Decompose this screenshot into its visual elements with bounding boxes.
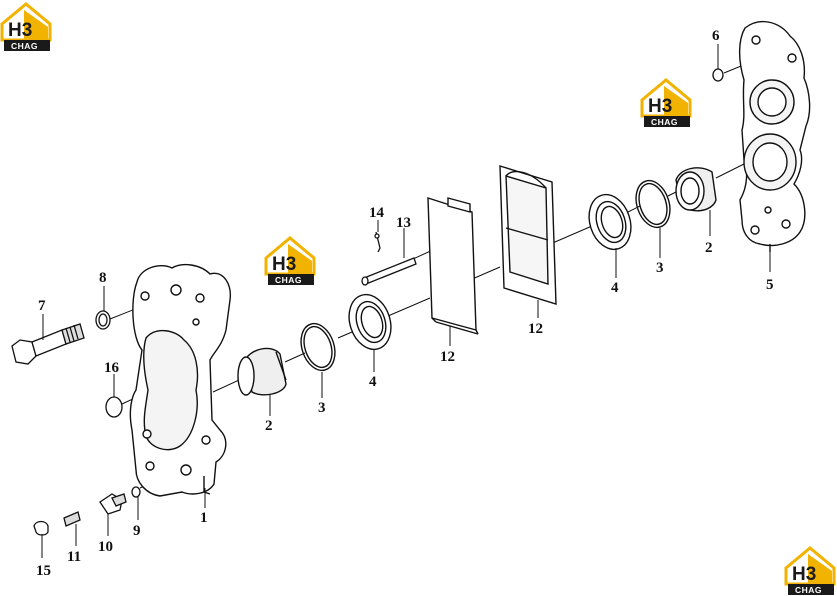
callout-12-right: 12 [528,321,543,337]
caliper-housing-right [738,20,811,252]
brake-pad-right [499,165,557,305]
callout-14: 14 [369,205,385,221]
callout-1: 1 [200,510,208,526]
callout-2-right: 2 [705,240,713,256]
dust-seal-right [588,193,632,251]
bleeder-screw [63,511,81,527]
logo-sub-text: CHAG [11,41,38,51]
callout-15: 15 [36,563,51,579]
brand-logo: H3 CHAG [784,546,836,596]
bleeder-washer [131,486,141,498]
caliper-housing-left [129,263,231,497]
callout-12-left: 12 [440,349,455,365]
piston-left [237,347,287,396]
callout-3-right: 3 [656,260,664,276]
brand-logo: H3 CHAG [264,236,316,287]
retaining-pin [361,257,417,286]
o-ring-right [635,179,671,229]
brand-logo: H3 CHAG [640,78,692,129]
callout-labels: 1 2 2 3 3 4 4 5 6 7 8 9 10 11 12 12 13 1… [36,28,774,579]
callout-3-left: 3 [318,400,326,416]
callout-11: 11 [67,549,81,565]
logo-main-text: H3 [648,96,672,117]
callout-10: 10 [98,539,113,555]
brand-logo: H3 CHAG [0,2,52,53]
callout-8: 8 [99,270,107,286]
o-ring-left [300,322,336,372]
washer [95,310,111,330]
piston-right [675,167,717,212]
logo-main-text: H3 [8,20,32,41]
logo-sub-text: CHAG [275,275,302,285]
bleeder-valve [99,493,127,515]
logo-sub-text: CHAG [795,585,822,595]
bleeder-cap [33,520,49,536]
caliper-bolt [11,323,85,365]
dust-seal-left [348,293,392,351]
callout-6: 6 [712,28,720,44]
callout-5: 5 [766,277,774,293]
callout-2-left: 2 [265,418,273,434]
logo-main-text: H3 [792,564,816,585]
logo-main-text: H3 [272,254,296,275]
seal-ring [105,396,123,418]
callout-13: 13 [396,215,411,231]
callout-16: 16 [104,360,120,376]
brake-pad-left [427,197,479,335]
pin-clip [374,231,381,253]
small-seal-ring [712,68,724,82]
logo-sub-text: CHAG [651,117,678,127]
callout-7: 7 [38,298,46,314]
callout-9: 9 [133,523,141,539]
callout-4-right: 4 [611,280,619,296]
leader-lines [41,44,771,558]
callout-4-left: 4 [369,374,377,390]
